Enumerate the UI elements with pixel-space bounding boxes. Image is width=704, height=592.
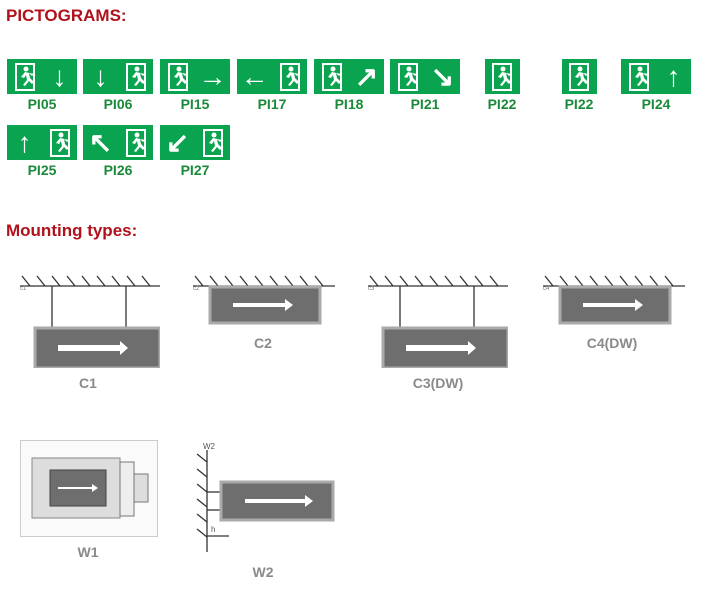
pictogram-pi05: ↓ PI05 xyxy=(6,59,78,112)
mounting-w1-label: W1 xyxy=(77,544,99,560)
arrow-icon: ↘ xyxy=(430,60,455,92)
running-man-icon xyxy=(485,59,520,94)
svg-text:W2: W2 xyxy=(203,442,216,451)
running-man-icon xyxy=(118,125,153,160)
running-man-icon xyxy=(42,125,77,160)
pictogram-pi22: PI22 xyxy=(466,59,538,112)
arrow-icon: → xyxy=(198,60,227,92)
pictogram-label: PI15 xyxy=(180,96,210,112)
pictogram-label: PI24 xyxy=(641,96,671,112)
running-man-icon xyxy=(390,59,425,94)
pictogram-label: PI06 xyxy=(103,96,133,112)
pictogram-pi22: PI22 xyxy=(543,59,615,112)
mounting-w1-diagram xyxy=(20,440,158,537)
mounting-c3-label: C3(DW) xyxy=(412,375,464,391)
svg-text:c3: c3 xyxy=(368,286,375,292)
pictogram-pi24: ↑ PI24 xyxy=(620,59,692,112)
pictogram-pi21: ↘ PI21 xyxy=(389,59,461,112)
mounting-w2-diagram: W2 h xyxy=(196,442,335,552)
running-man-icon xyxy=(160,59,195,94)
pictogram-label: PI17 xyxy=(257,96,287,112)
mounting-c1-diagram: c1 xyxy=(20,275,160,368)
arrow-icon: ↓ xyxy=(52,60,67,92)
pictogram-label: PI05 xyxy=(27,96,57,112)
pictogram-label: PI27 xyxy=(180,162,210,178)
pictogram-pi06: ↓ PI06 xyxy=(82,59,154,112)
arrow-icon: ↑ xyxy=(666,60,681,92)
running-man-icon xyxy=(314,59,349,94)
pictogram-pi18: ↗ PI18 xyxy=(313,59,385,112)
pictogram-pi17: ← PI17 xyxy=(236,59,308,112)
running-man-icon xyxy=(7,59,42,94)
mounting-heading: Mounting types: xyxy=(6,221,138,240)
pictogram-pi25: ↑ PI25 xyxy=(6,125,78,178)
mounting-c4-label: C4(DW) xyxy=(586,335,638,351)
pictograms-heading: PICTOGRAMS: xyxy=(6,6,127,25)
pictogram-label: PI18 xyxy=(334,96,364,112)
pictogram-pi26: ↖ PI26 xyxy=(82,125,154,178)
pictogram-label: PI22 xyxy=(487,96,517,112)
arrow-icon: ↑ xyxy=(17,126,32,158)
arrow-icon: ↗ xyxy=(354,60,379,92)
mounting-c2-diagram: c2 xyxy=(193,275,335,325)
arrow-icon: ← xyxy=(240,60,269,92)
arrow-icon: ↖ xyxy=(88,126,113,158)
svg-text:c4: c4 xyxy=(543,286,550,292)
pictogram-label: PI26 xyxy=(103,162,133,178)
svg-text:c1: c1 xyxy=(20,286,27,292)
mounting-c4-diagram: c4 xyxy=(543,275,685,325)
arrow-icon: ↓ xyxy=(93,60,108,92)
pictogram-label: PI21 xyxy=(410,96,440,112)
arrow-icon: ↙ xyxy=(165,126,190,158)
svg-text:h: h xyxy=(211,525,215,534)
mounting-c1-label: C1 xyxy=(79,375,97,391)
pictogram-pi15: → PI15 xyxy=(159,59,231,112)
running-man-icon xyxy=(621,59,656,94)
running-man-icon xyxy=(562,59,597,94)
pictogram-label: PI25 xyxy=(27,162,57,178)
running-man-icon xyxy=(195,125,230,160)
svg-text:c2: c2 xyxy=(193,286,200,292)
running-man-icon xyxy=(272,59,307,94)
mounting-c3-diagram: c3 xyxy=(368,275,508,368)
pictogram-label: PI22 xyxy=(564,96,594,112)
mounting-c2-label: C2 xyxy=(254,335,272,351)
running-man-icon xyxy=(118,59,153,94)
pictogram-pi27: ↙ PI27 xyxy=(159,125,231,178)
mounting-w2-label: W2 xyxy=(252,564,274,580)
